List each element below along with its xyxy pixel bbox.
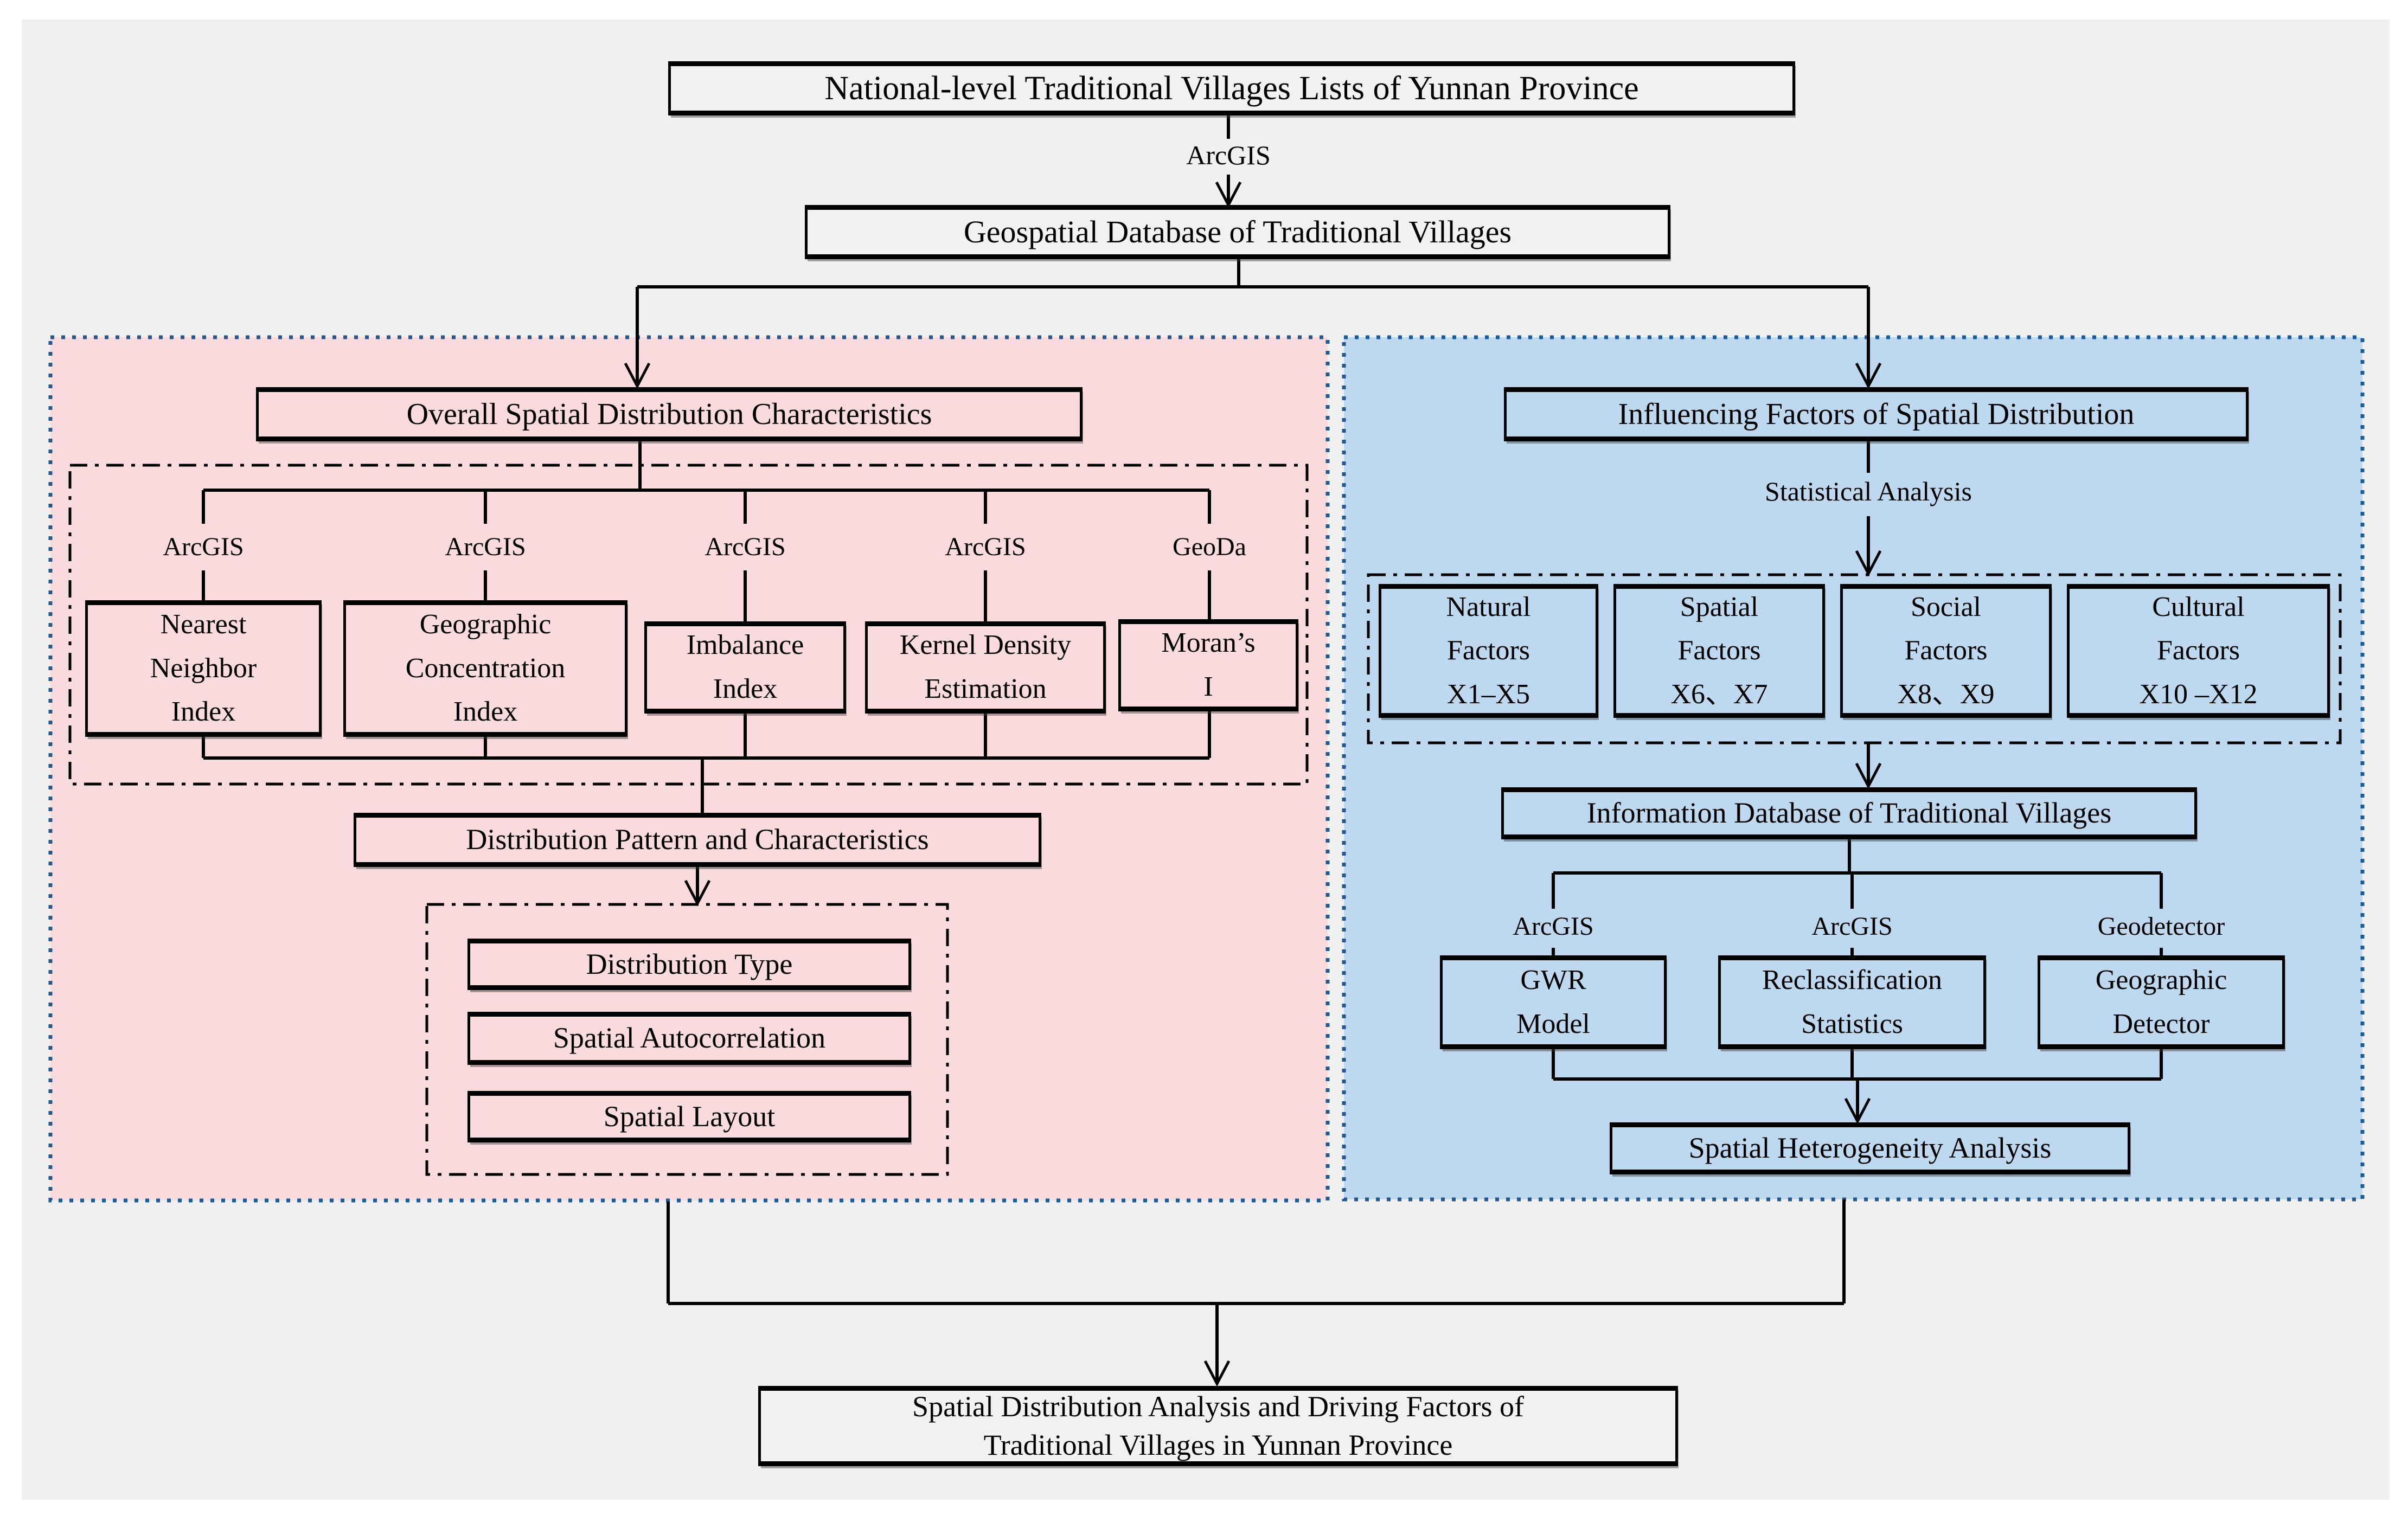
left-panel-background bbox=[48, 335, 1330, 1203]
imbalance-index-box: Imbalance Index bbox=[644, 621, 846, 714]
arcgis-label-top: ArcGIS bbox=[1186, 140, 1271, 170]
right-factors-frame bbox=[1367, 573, 2342, 744]
gwr-model-box: GWR Model bbox=[1440, 955, 1667, 1049]
right-tool-label-arcgis-1: ArcGIS bbox=[1513, 912, 1594, 941]
nearest-neighbor-index-box: Nearest Neighbor Index bbox=[85, 600, 322, 737]
dash-dot-frames bbox=[68, 464, 2342, 1176]
left-tool-label-arcgis-3: ArcGIS bbox=[705, 532, 786, 561]
kernel-density-estimation-box: Kernel Density Estimation bbox=[865, 621, 1106, 714]
natural-factors-box: Natural Factors X1–X5 bbox=[1379, 584, 1598, 718]
left-outputs-frame bbox=[425, 903, 949, 1176]
left-tool-label-arcgis-2: ArcGIS bbox=[445, 532, 526, 561]
right-panel-header-box: Influencing Factors of Spatial Distribut… bbox=[1504, 387, 2249, 441]
spatial-heterogeneity-box: Spatial Heterogeneity Analysis bbox=[1610, 1122, 2130, 1174]
distribution-pattern-box: Distribution Pattern and Characteristics bbox=[354, 813, 1041, 867]
social-factors-box: Social Factors X8、X9 bbox=[1840, 584, 2052, 718]
geographic-detector-box: Geographic Detector bbox=[2038, 955, 2285, 1049]
left-panel-connectors bbox=[202, 441, 1211, 901]
right-tool-label-geodetector: Geodetector bbox=[2097, 912, 2225, 941]
spatial-layout-box: Spatial Layout bbox=[467, 1091, 911, 1142]
spatial-autocorrelation-box: Spatial Autocorrelation bbox=[467, 1012, 911, 1065]
top-connectors bbox=[636, 115, 1870, 384]
geospatial-database-box: Geospatial Database of Traditional Villa… bbox=[805, 205, 1670, 259]
left-tool-label-arcgis-4: ArcGIS bbox=[945, 532, 1026, 561]
left-tool-label-geoda: GeoDa bbox=[1173, 532, 1246, 561]
information-database-box: Information Database of Traditional Vill… bbox=[1501, 787, 2197, 839]
left-tool-label-arcgis-1: ArcGIS bbox=[163, 532, 244, 561]
left-methods-frame bbox=[68, 464, 1309, 786]
source-list-box: National-level Traditional Villages List… bbox=[668, 61, 1795, 115]
statistical-analysis-label: Statistical Analysis bbox=[1765, 476, 1972, 506]
conclusion-box: Spatial Distribution Analysis and Drivin… bbox=[758, 1386, 1678, 1466]
geographic-concentration-index-box: Geographic Concentration Index bbox=[343, 600, 627, 737]
spatial-factors-box: Spatial Factors X6、X7 bbox=[1613, 584, 1825, 718]
reclassification-statistics-box: Reclassification Statistics bbox=[1718, 955, 1986, 1049]
distribution-type-box: Distribution Type bbox=[467, 939, 911, 990]
right-panel-connectors bbox=[1552, 441, 2163, 1303]
left-panel-header-box: Overall Spatial Distribution Characteris… bbox=[256, 387, 1083, 441]
right-tool-label-arcgis-2: ArcGIS bbox=[1811, 912, 1893, 941]
cultural-factors-box: Cultural Factors X10 –X12 bbox=[2067, 584, 2330, 718]
morans-i-box: Moran’s I bbox=[1118, 619, 1298, 711]
bottom-connectors bbox=[667, 1202, 1844, 1382]
